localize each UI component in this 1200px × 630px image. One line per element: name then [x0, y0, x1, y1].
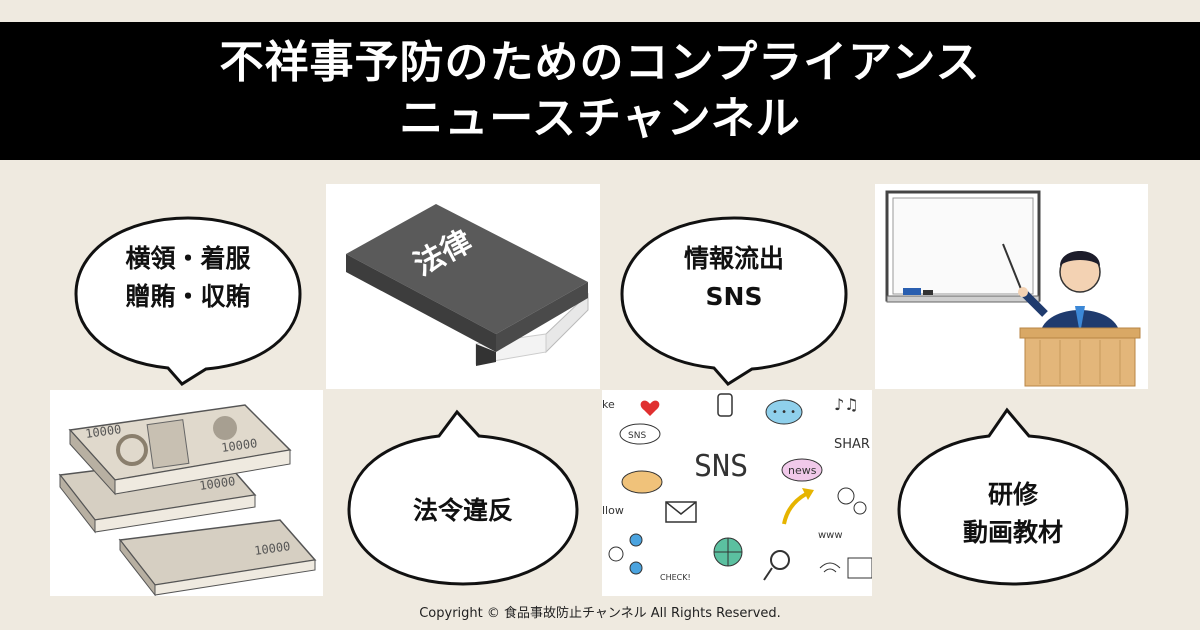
bubble-text-1b: 贈賄・収賄	[125, 282, 251, 311]
magnifier-icon	[770, 550, 790, 570]
bubble-text-4a: 研修	[987, 480, 1038, 509]
check-text: CHECK!	[660, 573, 691, 582]
like-text: ke	[602, 398, 615, 411]
title-banner: 不祥事予防のためのコンプライアンス ニュースチャンネル	[0, 22, 1200, 160]
speech-bubble-shape	[897, 407, 1129, 586]
speech-bubble-training: 研修 動画教材	[895, 406, 1131, 588]
speech-bubble-law-violation: 法令違反	[345, 408, 581, 588]
sns-icons-collage: ke • • • ♪♫ SNS SNS SHAR news llow www C…	[602, 393, 872, 582]
speech-bubble-embezzlement: 横領・着服 贈賄・収賄	[72, 214, 304, 386]
bubble-text-3a: 情報流出	[683, 244, 784, 273]
note-label-2: 10000	[198, 474, 236, 493]
title-line-1: 不祥事予防のためのコンプライアンス	[219, 37, 981, 88]
sns-center-text: SNS	[694, 449, 748, 484]
svg-text:• • •: • • •	[772, 407, 796, 418]
note-label-3: 10000	[253, 539, 291, 558]
whiteboard-teacher-icon	[885, 190, 1141, 387]
chat-bubble-icon	[765, 399, 803, 425]
sns-doodle-image: ke • • • ♪♫ SNS SNS SHAR news llow www C…	[602, 390, 872, 596]
bubble-text-4b: 動画教材	[962, 518, 1063, 547]
news-bubble	[781, 458, 823, 482]
mail-icon	[665, 501, 697, 523]
banknote-stacks-icon: 10000 10000 10000 10000	[58, 404, 317, 596]
law-book-image: 法律	[326, 184, 600, 389]
comment-bubble-icon	[621, 470, 663, 494]
news-text: news	[788, 464, 817, 477]
copyright-footer: Copyright © 食品事故防止チャンネル All Rights Reser…	[419, 606, 781, 621]
sns-small-text: SNS	[628, 431, 646, 441]
speech-bubble-shape	[74, 216, 302, 386]
network-icon	[608, 546, 624, 562]
follow-text: llow	[602, 504, 624, 517]
speech-bubble-shape	[620, 216, 848, 386]
training-lecture-image	[875, 184, 1148, 389]
bubble-text-2: 法令違反	[412, 496, 513, 525]
share-text: SHAR	[834, 437, 870, 452]
book-icon: 法律	[346, 204, 589, 366]
speech-bubble-info-leak: 情報流出 SNS	[618, 214, 850, 386]
wifi-icon	[819, 562, 841, 573]
speech-bubble-shape	[347, 409, 579, 586]
www-text: www	[818, 530, 843, 541]
bubble-text-1a: 横領・着服	[125, 244, 251, 273]
money-stacks-image: 10000 10000 10000 10000	[50, 390, 323, 596]
music-note-icon: ♪♫	[834, 395, 859, 414]
arrow-icon	[782, 492, 808, 525]
note-label-1b: 10000	[220, 436, 258, 455]
web-page-icon	[847, 557, 872, 579]
heart-icon	[640, 400, 660, 416]
people-icon	[837, 487, 855, 505]
sns-small-bubble	[619, 423, 661, 445]
bubble-text-3b: SNS	[705, 282, 763, 311]
phone-icon	[717, 393, 733, 417]
title-line-2: ニュースチャンネル	[399, 93, 801, 144]
note-label-1: 10000	[84, 422, 122, 441]
